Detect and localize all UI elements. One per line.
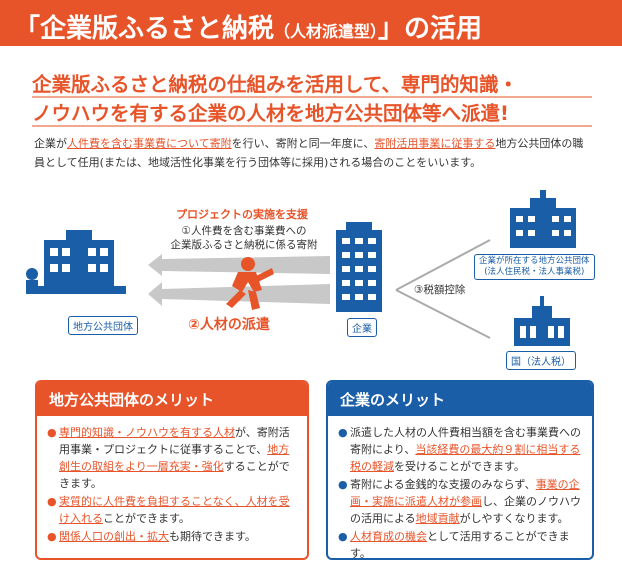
company-merits-heading: 企業のメリット [328, 382, 592, 416]
headline-line-2: ノウハウを有する企業の人材を地方公共団体等へ派遣! [32, 102, 509, 125]
merit-item: ●人材育成の機会として活用することができます。 [338, 530, 570, 560]
scheme-diagram: プロジェクトの実施を支援 ①人件費を含む事業費への 企業版ふるさと納税に係る寄附… [0, 190, 622, 370]
dispatch-label: ②人材の派遣 [188, 317, 270, 333]
merit-item: ●専門的知識・ノウハウを有する人材が、寄附活用事業・プロジェクトに従事することで… [47, 426, 290, 490]
page-title: 「企業版ふるさと納税（人材派遣型）」の活用 [14, 14, 483, 44]
local-government-merits-heading: 地方公共団体のメリット [37, 382, 307, 416]
runner-icon [226, 257, 274, 310]
company-building-icon [336, 222, 382, 312]
company-merits-panel: 企業のメリット ●派遣した人材の人件費相当額を含む事業費への寄附により、当該経費… [326, 380, 594, 560]
donation-arrow [148, 254, 330, 276]
merit-item: ●実質的に人件費を負担することなく、人材を受け入れることができます。 [47, 495, 290, 525]
tax-line-nation [395, 289, 491, 339]
local-government-label: 地方公共団体 [68, 316, 138, 335]
merit-item: ●関係人口の創出・拡大も期待できます。 [47, 530, 256, 543]
donation-label: ①人件費を含む事業費への 企業版ふるさと納税に係る寄附 [170, 225, 318, 251]
local-government-icon [26, 230, 126, 294]
headline-line-1: 企業版ふるさと納税の仕組みを活用して、専門的知識・ [32, 73, 518, 96]
company-label: 企業 [347, 318, 377, 337]
headline-underline-1 [32, 96, 592, 98]
support-label: プロジェクトの実施を支援 [176, 208, 308, 221]
merit-item: ●寄附による金銭的な支援のみならず、事業の企画・実施に派遣人材が参画し、企業のノ… [338, 478, 581, 525]
hq-local-government-icon [510, 190, 576, 248]
nation-label: 国（法人税） [506, 351, 576, 370]
merit-item: ●派遣した人材の人件費相当額を含む事業費への寄附により、当該経費の最大約９割に相… [338, 426, 581, 473]
headline-underline-2 [32, 125, 592, 127]
hq-local-government-label: 企業が所在する地方公共団体 (法人住民税・法人事業税) [474, 254, 595, 280]
headline: 企業版ふるさと納税の仕組みを活用して、専門的知識・ ノウハウを有する企業の人材を… [32, 70, 592, 128]
intro-text: 企業が人件費を含む事業費について寄附を行い、寄附と同一年度に、寄附活用事業に従事… [34, 137, 584, 169]
tax-line-local [395, 239, 491, 291]
local-government-merits-panel: 地方公共団体のメリット ●専門的知識・ノウハウを有する人材が、寄附活用事業・プロ… [35, 380, 309, 560]
nation-building-icon [514, 296, 570, 346]
tax-deduction-label: ③税額控除 [414, 284, 466, 296]
title-bar: 「企業版ふるさと納税（人材派遣型）」の活用 [0, 0, 622, 46]
